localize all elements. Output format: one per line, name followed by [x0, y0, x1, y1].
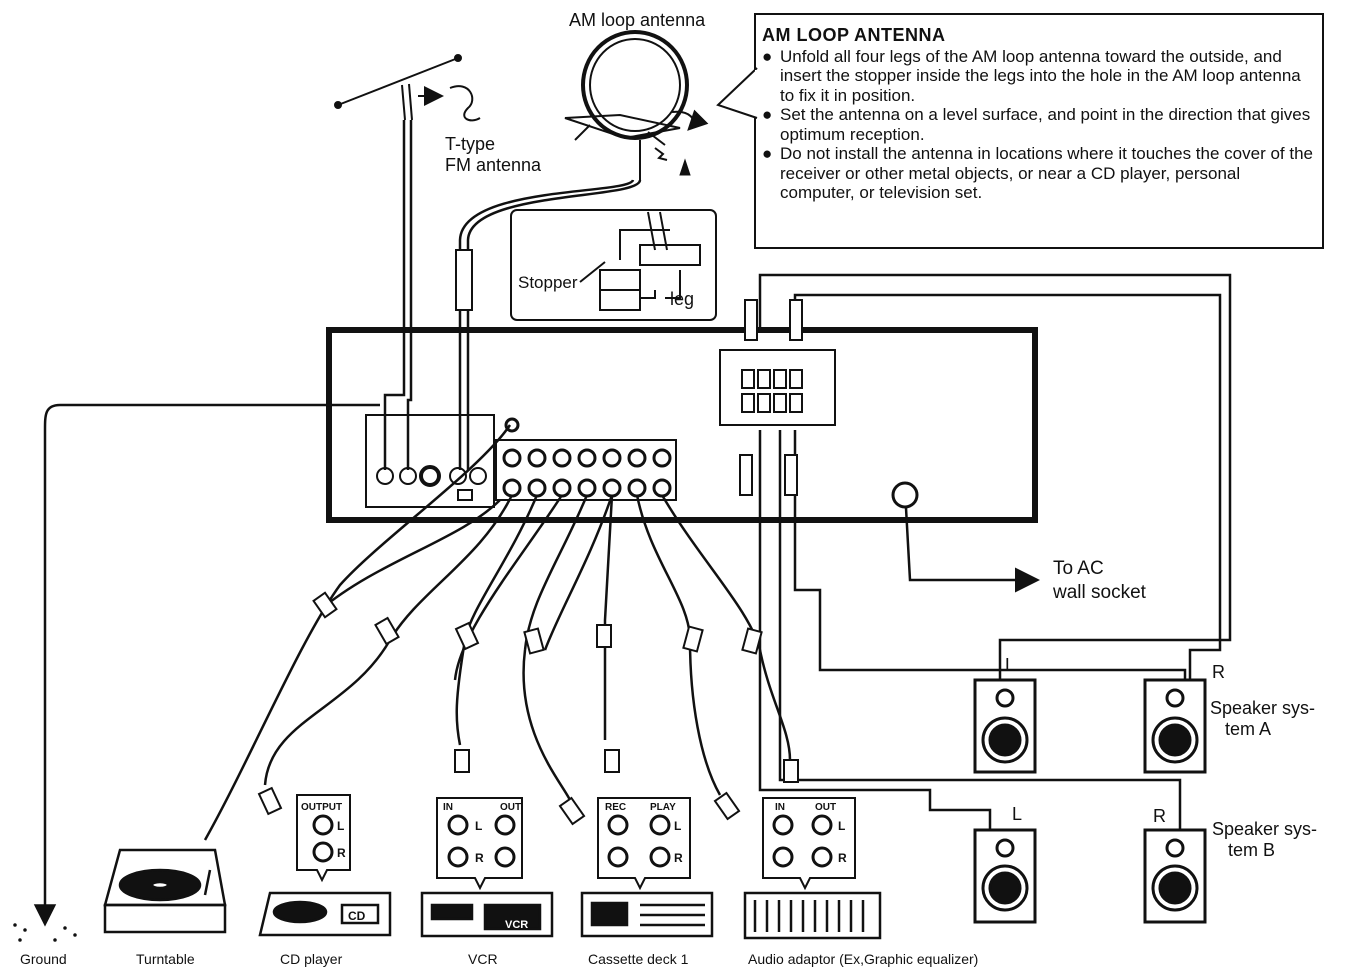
- stopper-inset: [510, 209, 717, 321]
- bullet-dot-icon: ●: [762, 46, 773, 66]
- cd-player-icon: [258, 891, 392, 937]
- cd-output-label: OUTPUT: [301, 802, 342, 813]
- speaker-a-left: [973, 678, 1037, 774]
- rca-jacks: [502, 417, 672, 498]
- adaptor-r-label: R: [838, 851, 847, 865]
- info-bullet-1: ● Unfold all four legs of the AM loop ant…: [762, 47, 1318, 106]
- speaker-b-left: [973, 828, 1037, 924]
- speaker-a-right: [1143, 678, 1207, 774]
- info-box-frame: [716, 13, 1324, 249]
- deck-l-label: L: [674, 819, 681, 833]
- speaker-b-right-label: R: [1153, 806, 1166, 826]
- adaptor-in-label: IN: [775, 802, 785, 813]
- info-box-title: AM LOOP ANTENNA: [762, 25, 946, 45]
- info-bullet-2: ● Set the antenna on a level surface, and…: [762, 105, 1318, 144]
- vcr-badge: VCR: [505, 919, 528, 931]
- callout-pointer: [679, 158, 691, 176]
- rca-plugs: [257, 249, 919, 826]
- adaptor-out-label: OUT: [815, 802, 836, 813]
- receiver-chassis: [326, 327, 1038, 523]
- stopper-label: Stopper: [518, 273, 578, 292]
- t-type-label: T-type: [445, 134, 495, 154]
- cd-l-label: L: [337, 819, 344, 833]
- vcr-l-label: L: [475, 819, 482, 833]
- info-bullet-3: ● Do not install the antenna in locations…: [762, 144, 1318, 203]
- device-cassette-deck: Cassette deck 1: [588, 951, 689, 967]
- turntable-icon: [103, 848, 227, 934]
- am-loop-antenna-label: AM loop antenna: [569, 10, 706, 30]
- vcr-out-label: OUT: [500, 802, 521, 813]
- device-vcr: VCR: [468, 951, 498, 967]
- speaker-a-label-1: Speaker sys-: [1210, 698, 1315, 718]
- speaker-a-left-label: L: [1005, 655, 1015, 675]
- device-ground: Ground: [20, 951, 67, 967]
- speaker-a-label-2: tem A: [1225, 719, 1271, 739]
- device-audio-adaptor: Audio adaptor (Ex,Graphic equalizer): [748, 951, 978, 967]
- device-turntable: Turntable: [136, 951, 195, 967]
- deck-play-label: PLAY: [650, 802, 676, 813]
- to-ac-label: To AC: [1053, 558, 1104, 579]
- device-cd-player: CD player: [280, 951, 343, 967]
- cassette-deck-icon: [580, 891, 714, 938]
- speaker-b-right: [1143, 828, 1207, 924]
- fm-antenna-label: FM antenna: [445, 155, 542, 175]
- speaker-a-right-label: R: [1212, 662, 1225, 682]
- bullet-dot-icon: ●: [762, 105, 773, 124]
- antenna-terminals: [376, 465, 487, 501]
- cd-r-label: R: [337, 846, 346, 860]
- speaker-b-left-label: L: [1012, 804, 1022, 824]
- bullet-dot-icon: ●: [762, 144, 773, 163]
- deck-r-label: R: [674, 851, 683, 865]
- graphic-equalizer-icon: [743, 891, 882, 940]
- adaptor-l-label: L: [838, 819, 845, 833]
- leg-label: leg: [670, 289, 694, 309]
- fm-antenna: [334, 54, 481, 122]
- device-jack-panels: [296, 794, 856, 891]
- speaker-b-label-2: tem B: [1228, 840, 1275, 860]
- vcr-in-label: IN: [443, 802, 453, 813]
- am-loop-antenna: [564, 30, 709, 180]
- speaker-b-label-1: Speaker sys-: [1212, 819, 1317, 839]
- cables: [43, 120, 1232, 905]
- cd-badge: CD: [348, 909, 366, 923]
- speaker-terminals: [741, 369, 803, 413]
- deck-rec-label: REC: [605, 802, 626, 813]
- ground-icon: [13, 904, 77, 942]
- info-bullet-3-text: Do not install the antenna in locations …: [780, 144, 1313, 202]
- vcr-r-label: R: [475, 851, 484, 865]
- wall-socket-label: wall socket: [1052, 582, 1147, 603]
- info-bullet-2-text: Set the antenna on a level surface, and …: [780, 105, 1311, 144]
- am-loop-antenna-info-box: AM LOOP ANTENNA ● Unfold all four legs of…: [762, 25, 1318, 203]
- vcr-icon: [420, 891, 554, 938]
- info-bullet-1-text: Unfold all four legs of the AM loop ante…: [780, 46, 1301, 105]
